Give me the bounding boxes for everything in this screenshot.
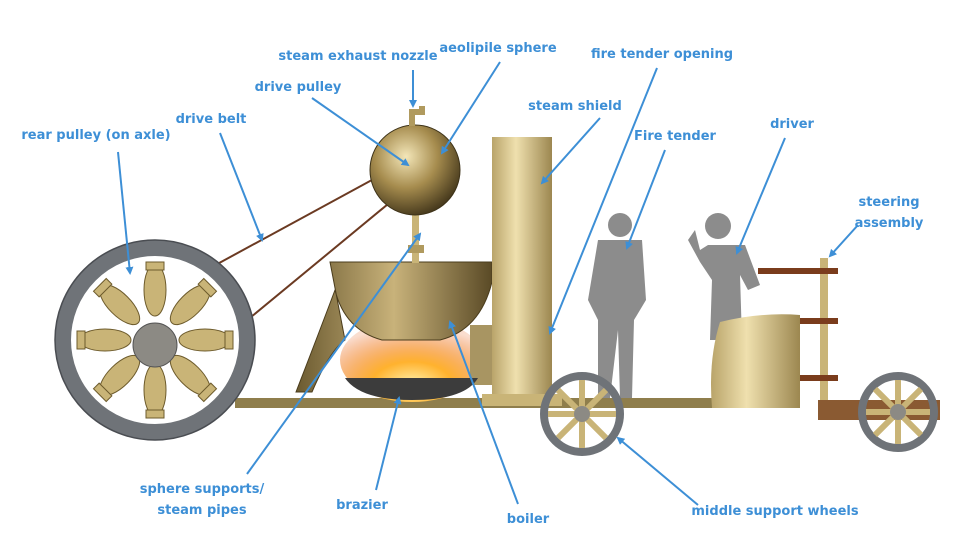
label-fire-tender-opening: fire tender opening — [591, 47, 733, 62]
label-boiler: boiler — [507, 512, 550, 527]
front-wheel — [858, 372, 938, 452]
label-drive-belt: drive belt — [176, 112, 247, 127]
label-aeolipile-sphere: aeolipile sphere — [439, 41, 557, 56]
boiler — [295, 261, 493, 393]
steam-exhaust-nozzle — [409, 106, 425, 126]
rear-pulley-wheel — [54, 239, 256, 441]
label-brazier: brazier — [336, 498, 388, 513]
brazier-bowl — [345, 378, 478, 400]
label-steam-exhaust-nozzle: steam exhaust nozzle — [278, 49, 437, 64]
label-drive-pulley: drive pulley — [255, 80, 342, 95]
label-sphere-supports-line2: steam pipes — [157, 503, 246, 518]
label-fire-tender: Fire tender — [634, 129, 716, 144]
driver-figure — [688, 213, 760, 340]
boiler-leg — [470, 325, 495, 385]
driver-seat — [711, 314, 800, 408]
label-middle-support-wheels: middle support wheels — [691, 504, 858, 519]
steam-shield — [492, 137, 552, 399]
callout-arrows — [117, 61, 859, 506]
middle-support-wheel — [540, 372, 624, 456]
pipe-flange — [408, 245, 424, 253]
aeolipile-sphere — [369, 124, 461, 216]
label-steering-line1: steering — [858, 195, 919, 210]
sphere-support-pipe — [412, 175, 419, 263]
label-driver: driver — [770, 117, 814, 132]
label-sphere-supports-line1: sphere supports/ — [140, 482, 265, 497]
label-rear-pulley: rear pulley (on axle) — [21, 128, 170, 143]
fire-tender-figure — [588, 213, 646, 398]
label-steering-line2: assembly — [855, 216, 924, 231]
label-steam-shield: steam shield — [528, 99, 622, 114]
